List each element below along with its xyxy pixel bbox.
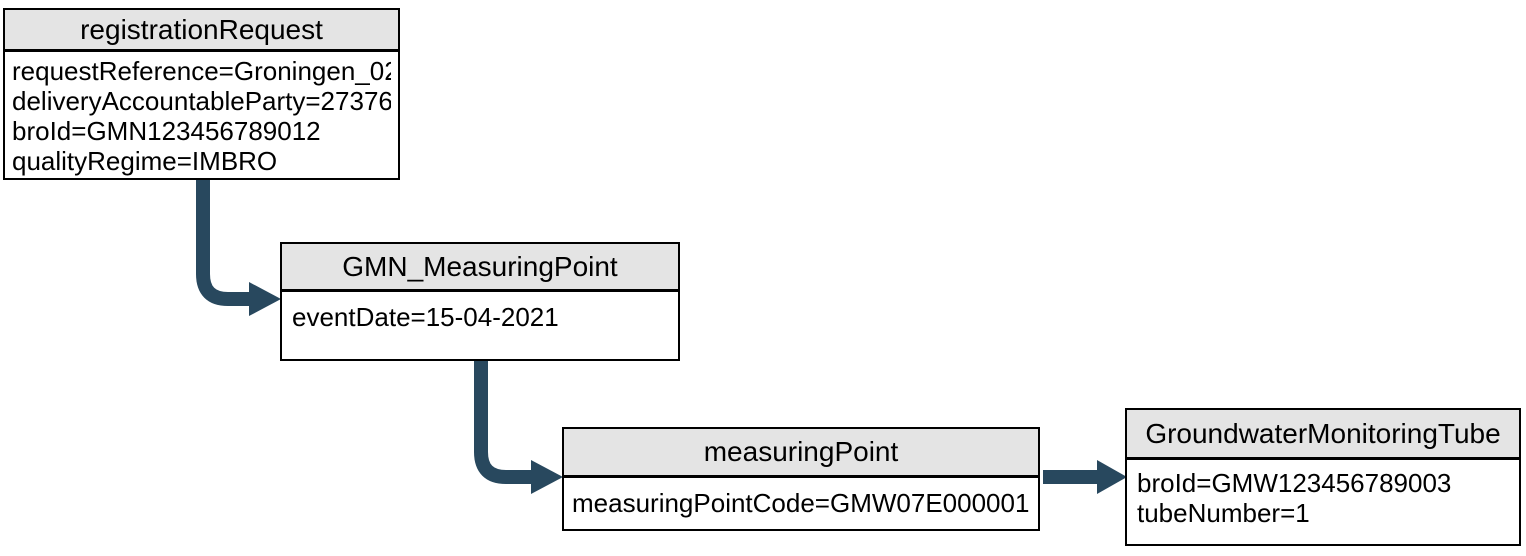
connector-gmnmeasuringpoint-to-measuringpoint bbox=[474, 361, 563, 494]
node-title: measuringPoint bbox=[564, 429, 1038, 478]
node-registration-request: registrationRequest requestReference=Gro… bbox=[3, 8, 400, 180]
arrowhead-icon bbox=[531, 460, 563, 494]
node-attribute: broId=GMW123456789003 bbox=[1137, 468, 1452, 498]
node-title: registrationRequest bbox=[5, 10, 398, 52]
node-attribute: broId=GMN123456789012 bbox=[12, 116, 321, 146]
connector-measuringpoint-to-groundwatermonitoringtube bbox=[1043, 460, 1127, 494]
node-attribute: deliveryAccountableParty=27376655 bbox=[12, 86, 391, 116]
node-attributes: eventDate=15-04-2021 bbox=[282, 292, 678, 342]
node-attribute: qualityRegime=IMBRO bbox=[12, 146, 278, 176]
arrowhead-icon bbox=[249, 282, 281, 316]
node-attributes: requestReference=Groningen_02 deliveryAc… bbox=[5, 52, 398, 180]
node-attribute: eventDate=15-04-2021 bbox=[292, 302, 559, 332]
arrowhead-icon bbox=[1097, 460, 1127, 494]
node-title: GMN_MeasuringPoint bbox=[282, 244, 678, 292]
connector-registrationrequest-to-gmnmeasuringpoint bbox=[196, 180, 281, 316]
node-attribute: requestReference=Groningen_02 bbox=[12, 56, 391, 86]
node-title: GroundwaterMonitoringTube bbox=[1127, 410, 1519, 460]
node-attribute: tubeNumber=1 bbox=[1137, 498, 1310, 528]
node-attributes: measuringPointCode=GMW07E000001 bbox=[564, 478, 1038, 528]
node-gmn-measuring-point: GMN_MeasuringPoint eventDate=15-04-2021 bbox=[280, 242, 680, 361]
node-measuring-point: measuringPoint measuringPointCode=GMW07E… bbox=[562, 427, 1040, 531]
node-attribute: measuringPointCode=GMW07E000001 bbox=[572, 488, 1030, 518]
node-groundwater-monitoring-tube: GroundwaterMonitoringTube broId=GMW12345… bbox=[1125, 408, 1521, 546]
node-attributes: broId=GMW123456789003 tubeNumber=1 bbox=[1127, 460, 1519, 536]
